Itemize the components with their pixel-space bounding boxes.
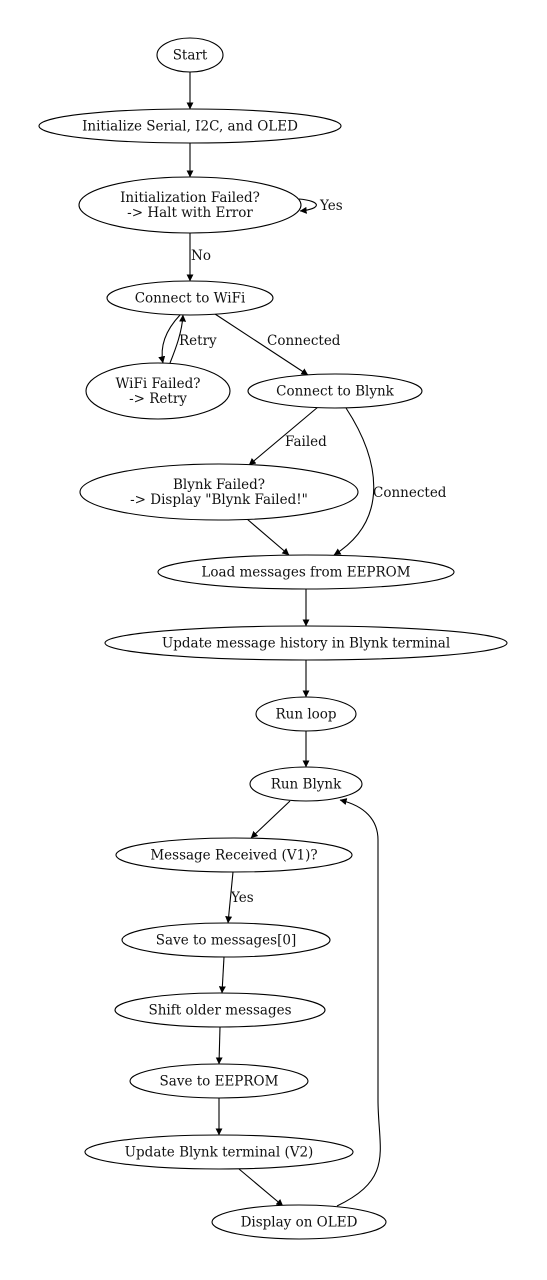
edge-blynk-blynkfailed [248, 406, 319, 466]
node-shape [114, 992, 326, 1028]
edge-label-yes-init: Yes [319, 198, 343, 214]
edge-label-connected-blynk: Connected [373, 485, 447, 501]
node-wifi-failed: WiFi Failed?-> Retry [85, 362, 231, 420]
node-label: -> Retry [129, 391, 187, 407]
edge-display-runblynk [336, 798, 381, 1207]
node-label: Connect to Blynk [276, 384, 395, 400]
edge-arrow [298, 198, 317, 214]
edge-arrow [248, 406, 319, 466]
node-label: Update Blynk terminal (V2) [125, 1145, 314, 1161]
node-shape [121, 922, 331, 958]
node-shape [247, 373, 423, 409]
node-label: Message Received (V1)? [150, 848, 317, 864]
node-label: Initialization Failed? [120, 190, 260, 206]
edge-arrow [336, 798, 381, 1207]
edge-blynkfailed-load [246, 518, 290, 556]
node-label: -> Display "Blynk Failed!" [130, 492, 308, 508]
node-shape [157, 554, 455, 590]
node-label: Initialize Serial, I2C, and OLED [82, 119, 298, 135]
node-save-msg: Save to messages[0] [121, 922, 331, 958]
node-display: Display on OLED [211, 1204, 387, 1240]
node-label: Blynk Failed? [173, 477, 265, 493]
node-shape [84, 1134, 354, 1170]
node-shape [38, 108, 342, 144]
node-label: Save to EEPROM [160, 1074, 279, 1090]
edge-label-no-init: No [191, 248, 211, 264]
edge-label-yes-msg: Yes [230, 890, 254, 906]
node-update-terminal: Update Blynk terminal (V2) [84, 1134, 354, 1170]
node-update-history: Update message history in Blynk terminal [104, 625, 508, 661]
edge-msg-savemsg [225, 871, 234, 924]
node-shape [79, 463, 359, 521]
edge-update-display [238, 1168, 284, 1207]
node-label: Run loop [275, 707, 336, 723]
edge-blynk-load [333, 407, 375, 556]
node-shape [115, 837, 353, 873]
edge-arrow [225, 871, 234, 924]
node-init: Initialize Serial, I2C, and OLED [38, 108, 342, 144]
edge-arrow [158, 314, 181, 364]
edge-runblynk-msg [250, 800, 291, 839]
edge-wififailed-wifi [169, 314, 187, 364]
node-label: -> Halt with Error [127, 205, 253, 221]
node-label: Shift older messages [148, 1003, 291, 1019]
node-label: Update message history in Blynk terminal [162, 636, 450, 652]
node-label: Display on OLED [241, 1215, 358, 1231]
edge-arrow [250, 800, 291, 839]
edge-initfailed-self [298, 198, 317, 214]
node-run-blynk: Run Blynk [249, 766, 363, 802]
edge-arrow [218, 956, 226, 994]
node-label: Load messages from EEPROM [201, 565, 410, 581]
node-shape [255, 696, 357, 732]
node-start: Start [156, 37, 224, 73]
node-shape [211, 1204, 387, 1240]
node-shape [78, 176, 302, 234]
node-blynk: Connect to Blynk [247, 373, 423, 409]
node-wifi: Connect to WiFi [106, 280, 274, 316]
node-label: Save to messages[0] [156, 933, 296, 949]
node-shift: Shift older messages [114, 992, 326, 1028]
node-run-loop: Run loop [255, 696, 357, 732]
edge-savemsg-shift [218, 956, 226, 994]
node-msg-received: Message Received (V1)? [115, 837, 353, 873]
edge-arrow [169, 314, 187, 364]
node-shape [129, 1063, 309, 1099]
node-init-failed: Initialization Failed?-> Halt with Error [78, 176, 302, 234]
node-load: Load messages from EEPROM [157, 554, 455, 590]
edge-label-failed-blynk: Failed [285, 434, 327, 450]
node-label: Run Blynk [271, 777, 342, 793]
node-shape [249, 766, 363, 802]
edge-arrow [333, 407, 375, 556]
edge-arrow [238, 1168, 284, 1207]
edge-shift-saveeeprom [215, 1026, 223, 1065]
node-blynk-failed: Blynk Failed?-> Display "Blynk Failed!" [79, 463, 359, 521]
edge-wifi-wififailed [158, 314, 181, 364]
node-label: Connect to WiFi [135, 291, 246, 307]
node-label: WiFi Failed? [116, 376, 201, 392]
node-save-eeprom: Save to EEPROM [129, 1063, 309, 1099]
node-shape [156, 37, 224, 73]
edge-arrow [214, 313, 309, 376]
edge-label-retry: Retry [179, 333, 217, 349]
node-shape [104, 625, 508, 661]
edge-wifi-blynk [214, 313, 309, 376]
node-shape [85, 362, 231, 420]
node-shape [106, 280, 274, 316]
node-label: Start [173, 48, 208, 64]
edge-arrow [215, 1026, 223, 1065]
edge-arrow [246, 518, 290, 556]
edge-label-connected-wifi: Connected [267, 333, 341, 349]
